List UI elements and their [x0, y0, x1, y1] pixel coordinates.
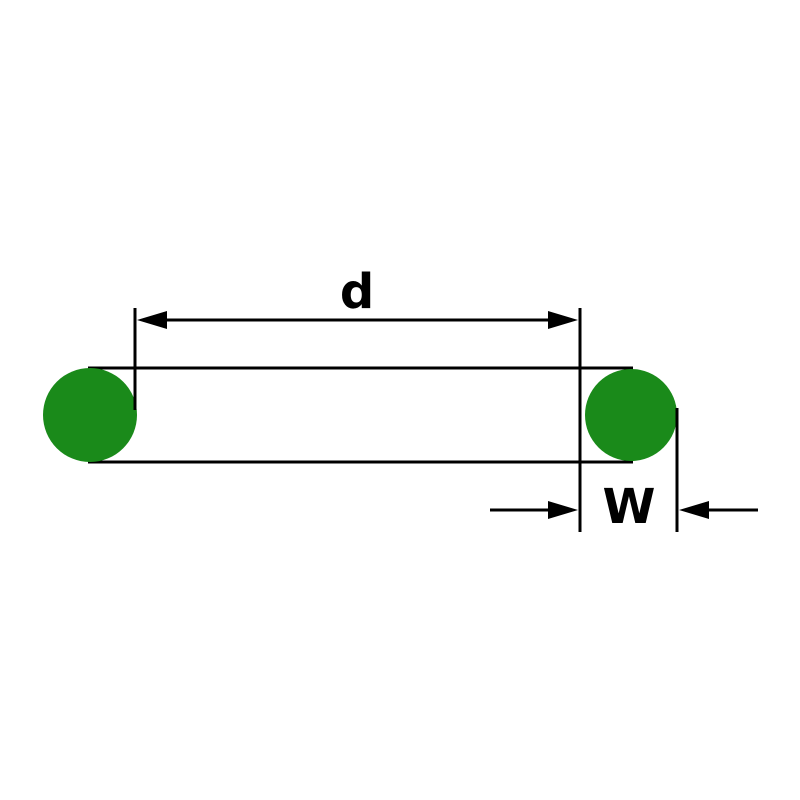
- arrow-right-icon: [548, 311, 578, 329]
- arrow-inward-right-icon: [548, 501, 578, 519]
- arrow-inward-left-icon: [679, 501, 709, 519]
- oring-cross-section-left: [43, 368, 137, 462]
- arrow-left-icon: [137, 311, 167, 329]
- oring-cross-section-right: [585, 369, 677, 461]
- dimension-label-d: d: [340, 264, 374, 320]
- dimension-label-w: W: [603, 479, 656, 535]
